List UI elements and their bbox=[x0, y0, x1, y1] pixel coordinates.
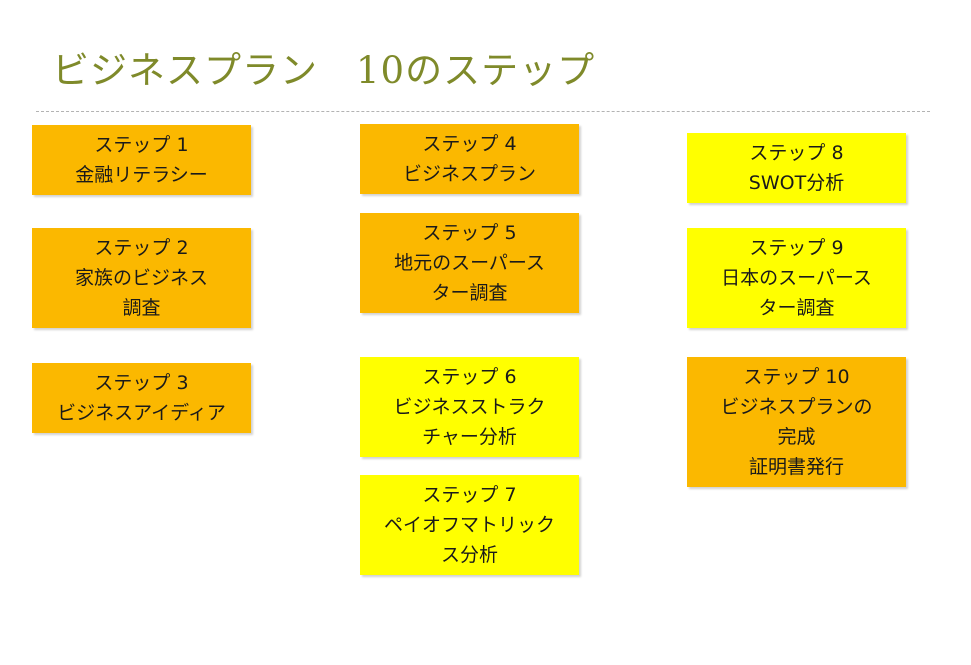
step-8-heading: ステップ 8 bbox=[749, 142, 844, 164]
step-6-label-line-2: チャー分析 bbox=[422, 426, 517, 448]
slide-title: ビジネスプラン 10のステップ bbox=[52, 49, 596, 92]
step-3-label: ビジネスアイディア bbox=[57, 402, 226, 424]
step-10-box: ステップ 10 ビジネスプランの 完成 証明書発行 bbox=[687, 357, 906, 487]
title-divider bbox=[36, 111, 930, 112]
step-5-label-line-1: 地元のスーパース bbox=[394, 252, 545, 274]
step-6-box: ステップ 6 ビジネスストラク チャー分析 bbox=[360, 357, 579, 457]
step-5-box: ステップ 5 地元のスーパース ター調査 bbox=[360, 213, 579, 313]
step-7-heading: ステップ 7 bbox=[422, 484, 517, 506]
step-9-heading: ステップ 9 bbox=[749, 237, 844, 259]
step-2-box: ステップ 2 家族のビジネス 調査 bbox=[32, 228, 251, 328]
step-7-label-line-2: ス分析 bbox=[440, 544, 498, 566]
step-3-box: ステップ 3 ビジネスアイディア bbox=[32, 363, 251, 433]
step-4-box: ステップ 4 ビジネスプラン bbox=[360, 124, 579, 194]
step-4-heading: ステップ 4 bbox=[422, 133, 517, 155]
step-9-box: ステップ 9 日本のスーパース ター調査 bbox=[687, 228, 906, 328]
step-10-label-line-3: 証明書発行 bbox=[748, 456, 844, 478]
step-9-label-line-1: 日本のスーパース bbox=[721, 267, 872, 289]
step-10-label-line-1: ビジネスプランの bbox=[720, 396, 873, 418]
step-9-label-line-2: ター調査 bbox=[758, 297, 835, 319]
step-7-label-line-1: ペイオフマトリック bbox=[383, 514, 555, 536]
step-2-label-line-2: 調査 bbox=[122, 297, 161, 319]
step-5-label-line-2: ター調査 bbox=[431, 282, 508, 304]
step-8-box: ステップ 8 SWOT分析 bbox=[687, 133, 906, 203]
step-7-box: ステップ 7 ペイオフマトリック ス分析 bbox=[360, 475, 579, 575]
step-6-heading: ステップ 6 bbox=[422, 366, 517, 388]
step-4-label: ビジネスプラン bbox=[402, 163, 536, 185]
step-10-label-line-2: 完成 bbox=[777, 426, 816, 448]
step-1-label: 金融リテラシー bbox=[75, 164, 208, 186]
step-3-heading: ステップ 3 bbox=[94, 372, 189, 394]
step-8-label: SWOT分析 bbox=[748, 172, 845, 194]
step-2-heading: ステップ 2 bbox=[94, 237, 189, 259]
step-5-heading: ステップ 5 bbox=[422, 222, 517, 244]
step-2-label-line-1: 家族のビジネス bbox=[74, 267, 208, 289]
step-1-heading: ステップ 1 bbox=[94, 134, 189, 156]
step-10-heading: ステップ 10 bbox=[743, 366, 850, 388]
step-6-label-line-1: ビジネスストラク bbox=[393, 396, 546, 418]
step-1-box: ステップ 1 金融リテラシー bbox=[32, 125, 251, 195]
